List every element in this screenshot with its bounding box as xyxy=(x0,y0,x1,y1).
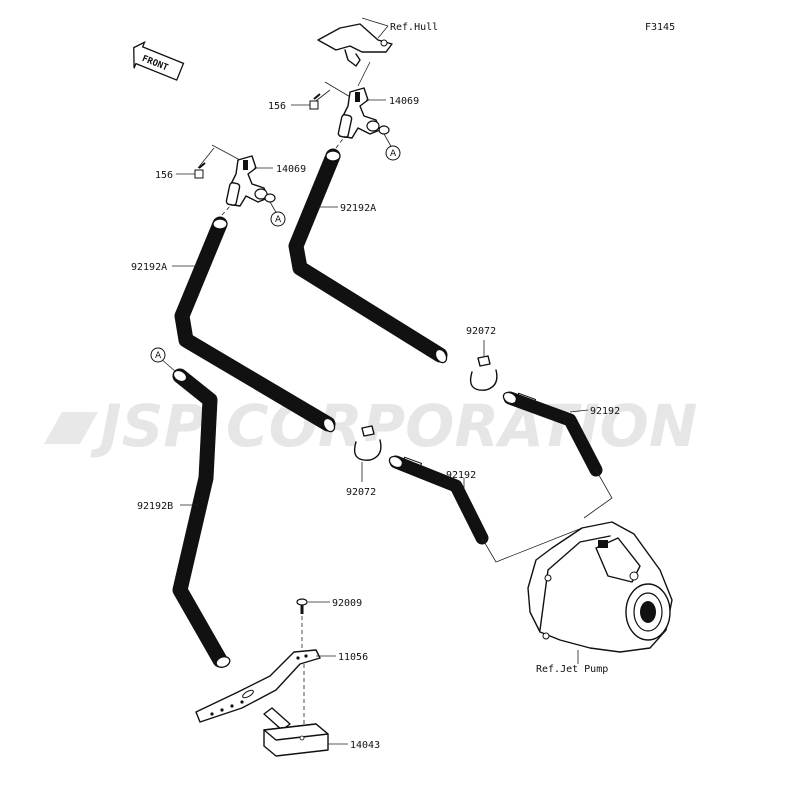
callout-a-hose: A xyxy=(155,351,162,361)
screw-156-lower: 156 xyxy=(155,162,206,181)
label-14043: 14043 xyxy=(350,740,380,751)
front-arrow-icon: FRONT xyxy=(133,40,185,81)
clamp-92072-lower: 92072 xyxy=(346,425,382,498)
label-92072-upper: 92072 xyxy=(466,326,496,337)
label-156-lower: 156 xyxy=(155,170,173,181)
label-92009: 92009 xyxy=(332,598,362,609)
jet-pump: Ref.Jet Pump xyxy=(527,521,673,675)
screw-156-upper: 156 xyxy=(268,93,321,112)
label-92192a-right: 92192A xyxy=(340,203,376,214)
label-14069-upper: 14069 xyxy=(389,96,419,107)
label-92192-middle: 92192 xyxy=(446,470,476,481)
label-92192a-left: 92192A xyxy=(131,262,167,273)
watermark: JSP CORPORATION xyxy=(44,392,697,460)
filter-14043: 14043 xyxy=(263,707,380,757)
ref-hull-label: Ref.Hull xyxy=(390,22,438,33)
label-14069-lower: 14069 xyxy=(276,164,306,175)
bracket-11056: 11056 xyxy=(195,649,368,724)
hull-bracket: Ref.Hull xyxy=(317,17,438,87)
label-156-upper: 156 xyxy=(268,101,286,112)
label-11056: 11056 xyxy=(338,652,368,663)
callout-a-upper: A xyxy=(390,149,397,159)
figure-code: F3145 xyxy=(645,22,675,33)
label-92192-right: 92192 xyxy=(590,406,620,417)
fitting-14069-upper: 14069 A xyxy=(311,81,419,161)
fitting-14069-lower: 14069 A xyxy=(197,144,306,227)
ref-jet-pump-label: Ref.Jet Pump xyxy=(536,664,608,675)
label-92072-lower: 92072 xyxy=(346,487,376,498)
hose-92192-right: 92192 xyxy=(502,391,620,477)
watermark-text: JSP CORPORATION xyxy=(90,392,697,460)
callout-a-lower: A xyxy=(275,215,282,225)
screw-92009: 92009 xyxy=(296,598,362,650)
hose-92192-middle: 92192 xyxy=(388,455,489,545)
hose-92192a-left: 92192A xyxy=(131,216,336,433)
clamp-92072-upper: 92072 xyxy=(466,326,498,391)
hose-92192b: 92192B A xyxy=(137,347,231,668)
label-92192b: 92192B xyxy=(137,501,173,512)
hose-92192a-right: 92192A xyxy=(288,148,448,364)
